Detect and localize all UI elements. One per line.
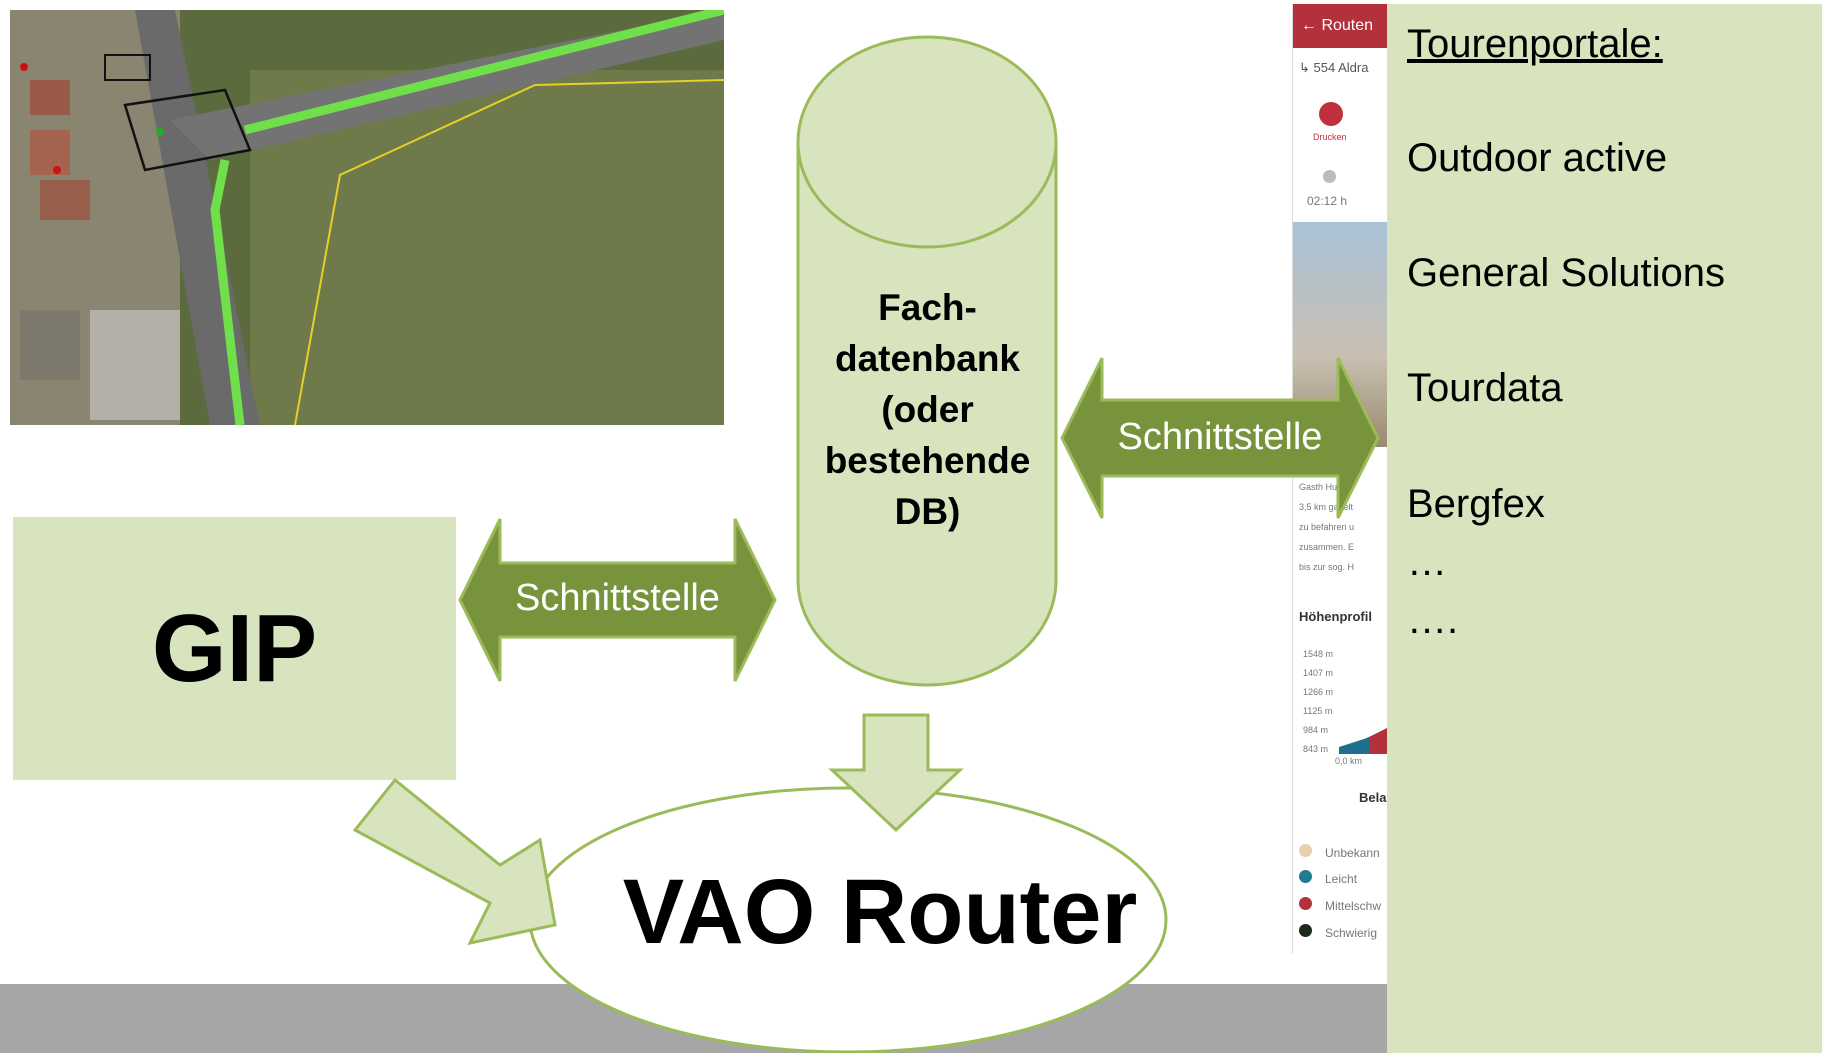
right-interface-arrow [1060, 357, 1380, 519]
database-label-line: DB) [894, 491, 961, 532]
gip-label: GIP [151, 594, 318, 702]
route-name-row: ↳ 554 Aldra [1299, 60, 1368, 76]
print-icon [1319, 102, 1343, 126]
route-icon: ↳ [1299, 60, 1314, 75]
tour-portals-heading: Tourenportale: [1407, 22, 1663, 66]
app-header: ← Routen [1293, 4, 1389, 48]
description-line: bis zur sog. H [1299, 562, 1355, 572]
elevation-profile-shape [1339, 727, 1389, 754]
database-label-line: bestehende [824, 440, 1031, 481]
ellipsis: …. [1407, 598, 1459, 642]
tour-portal-item: Tourdata [1407, 366, 1563, 410]
interface-label-right: Schnittstelle [1117, 416, 1323, 458]
database-cylinder [796, 35, 1058, 687]
legend-label: Mittelschw [1325, 899, 1382, 913]
gip-box: GIP [13, 517, 456, 780]
profile-axis-label: 1407 m [1303, 668, 1334, 678]
route-name: 554 Aldra [1313, 60, 1369, 75]
profile-axis-label: 1548 m [1303, 649, 1334, 659]
description-line: zusammen. E [1299, 542, 1355, 552]
profile-x-label: 0,0 km [1335, 756, 1363, 766]
description-line: 3,5 km gabelt [1299, 502, 1354, 512]
interface-label-left: Schnittstelle [515, 577, 720, 619]
app-header-title: Routen [1321, 17, 1374, 34]
description-line: Gasth Hube [1299, 482, 1348, 492]
legend-label: Leicht [1325, 872, 1358, 886]
profile-axis-label: 984 m [1303, 725, 1329, 735]
description-line: zu befahren u [1299, 522, 1355, 532]
legend-label: Schwierig [1325, 926, 1378, 940]
database-label-line: (oder [881, 389, 974, 430]
profile-title: Höhenprofil [1299, 609, 1372, 624]
tour-portals-panel: Tourenportale: Outdoor active General So… [1387, 4, 1822, 1053]
duration: 02:12 h [1307, 194, 1348, 208]
left-interface-arrow [458, 518, 777, 682]
database-label: Fach- datenbank (oder bestehende DB) [800, 282, 1055, 537]
database-label-line: datenbank [834, 338, 1021, 379]
surface-label: Bela [1359, 790, 1387, 805]
database-label-line: Fach- [878, 287, 977, 328]
print-label: Drucken [1313, 132, 1347, 142]
ellipsis: … [1407, 540, 1447, 584]
tour-portal-item: General Solutions [1407, 251, 1725, 295]
down-arrow [828, 713, 964, 833]
profile-axis-label: 1125 m [1303, 706, 1333, 716]
legend-dot-icon [1299, 844, 1312, 857]
legend-dot-icon [1299, 924, 1312, 937]
legend-dot-icon [1299, 870, 1312, 883]
tour-portal-item: Bergfex [1407, 482, 1545, 526]
diagonal-arrow [352, 777, 557, 946]
tour-portal-item: Outdoor active [1407, 136, 1668, 180]
clock-icon [1323, 170, 1336, 183]
legend-dot-icon [1299, 897, 1312, 910]
back-arrow-icon: ← [1301, 17, 1317, 34]
vao-router-label: VAO Router [622, 861, 1138, 963]
legend-label: Unbekann [1325, 846, 1380, 860]
aerial-map-image [10, 10, 724, 425]
profile-axis-label: 843 m [1303, 744, 1329, 754]
profile-axis-label: 1266 m [1303, 687, 1334, 697]
